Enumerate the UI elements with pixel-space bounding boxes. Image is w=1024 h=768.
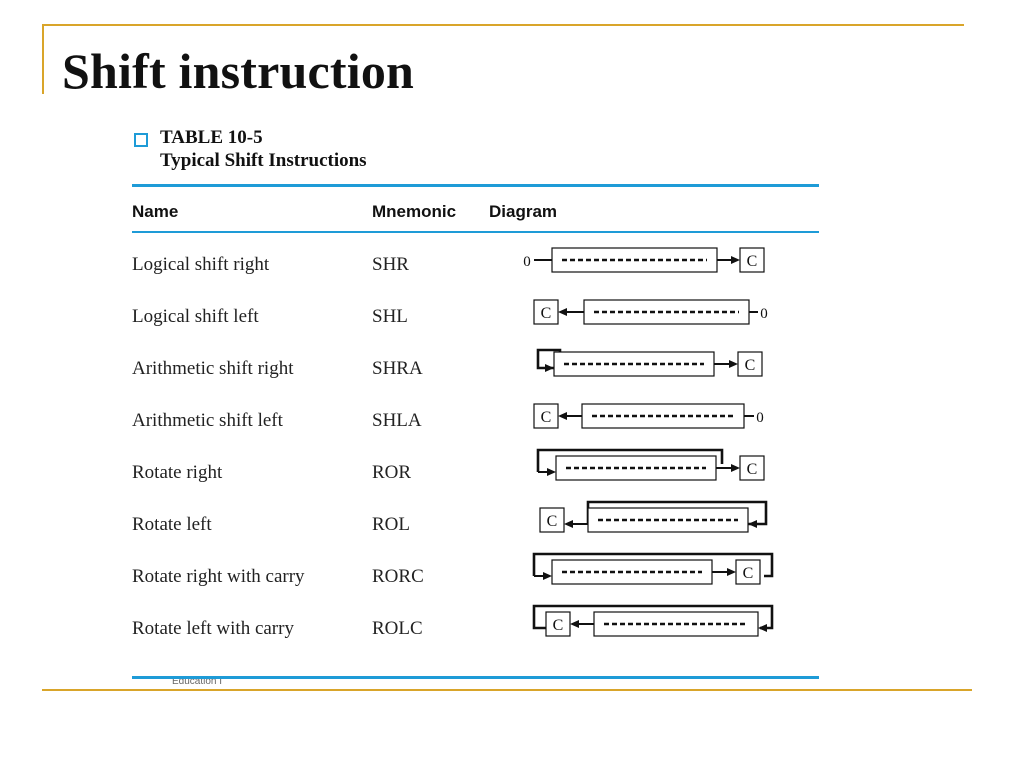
carry-label: C (553, 617, 564, 634)
instruction-name: Rotate right (132, 462, 223, 483)
instruction-mnemonic: SHLA (372, 410, 422, 431)
table-row: Arithmetic shift right SHRA C (132, 348, 819, 392)
table-footnote: Education I (172, 676, 223, 687)
header-mnemonic: Mnemonic (372, 202, 457, 221)
shift-diagram: C (532, 604, 774, 637)
carry-label: C (541, 305, 552, 322)
register-box (555, 455, 717, 481)
carry-box (737, 351, 763, 377)
table-row: Rotate right with carry RORC C (132, 552, 819, 600)
arrow-head (729, 360, 738, 368)
instruction-mnemonic: ROL (372, 514, 410, 535)
zero-input-label: 0 (756, 410, 764, 426)
shift-instructions-table: TABLE 10-5 Typical Shift Instructions Na… (132, 124, 819, 688)
arrow-head (543, 572, 552, 580)
instruction-mnemonic: SHRA (372, 358, 423, 379)
carry-box (539, 507, 565, 533)
arrow-head (564, 520, 573, 528)
instruction-name: Logical shift left (132, 306, 259, 327)
instruction-mnemonic: SHR (372, 254, 409, 275)
instruction-name: Rotate right with carry (132, 566, 305, 587)
table-row: Rotate left ROL C (132, 500, 819, 548)
slide-title: Shift instruction (62, 43, 415, 99)
instruction-mnemonic: SHL (372, 306, 408, 327)
carry-label: C (547, 513, 558, 530)
arrow-head (547, 468, 556, 476)
carry-box (739, 455, 765, 481)
left-accent-rule (42, 24, 44, 94)
table-top-rule (132, 184, 819, 187)
carry-box (533, 299, 559, 325)
arrow-head (748, 520, 757, 528)
instruction-mnemonic: ROR (372, 462, 412, 483)
zero-input-label: 0 (760, 306, 768, 322)
arrow-head (570, 620, 579, 628)
arrow-head (727, 568, 736, 576)
carry-box (739, 247, 765, 273)
instruction-name: Rotate left with carry (132, 618, 294, 639)
instruction-name: Logical shift right (132, 254, 270, 275)
shift-diagram: C (532, 552, 774, 585)
instruction-name: Rotate left (132, 514, 212, 535)
carry-label: C (747, 253, 758, 270)
instruction-name: Arithmetic shift right (132, 358, 294, 379)
shift-diagram: C (536, 448, 765, 481)
shift-diagram: C (539, 500, 768, 533)
header-name: Name (132, 202, 179, 221)
carry-label: C (743, 565, 754, 582)
carry-box (735, 559, 761, 585)
table-caption: Typical Shift Instructions (160, 150, 367, 171)
table-bottom-rule (132, 676, 819, 679)
zero-input-label: 0 (523, 254, 531, 270)
carry-label: C (747, 461, 758, 478)
arrow-head (558, 412, 567, 420)
instruction-name: Arithmetic shift left (132, 410, 283, 431)
arrow-head (731, 256, 740, 264)
carry-label: C (541, 409, 552, 426)
top-accent-rule (42, 24, 964, 26)
shift-diagram: C (536, 348, 763, 377)
register-box (551, 559, 713, 585)
feedback-path (532, 552, 774, 578)
register-box (587, 507, 749, 533)
register-box (581, 403, 745, 429)
table-marker-icon (134, 133, 148, 147)
register-box (553, 351, 715, 377)
arrow-head (558, 308, 567, 316)
table-row: Rotate left with carry ROLC C (132, 604, 819, 652)
table-number: TABLE 10-5 (160, 127, 263, 148)
table-header-rule (132, 231, 819, 233)
arrow-head (545, 364, 554, 372)
header-diagram: Diagram (489, 202, 558, 221)
carry-box (533, 403, 559, 429)
arrow-head (758, 624, 767, 632)
bottom-accent-rule (42, 689, 972, 691)
table-row: Rotate right ROR C (132, 448, 819, 496)
carry-label: C (745, 357, 756, 374)
instruction-mnemonic: ROLC (372, 618, 423, 639)
instruction-mnemonic: RORC (372, 566, 424, 587)
feedback-path (536, 448, 724, 472)
arrow-head (731, 464, 740, 472)
